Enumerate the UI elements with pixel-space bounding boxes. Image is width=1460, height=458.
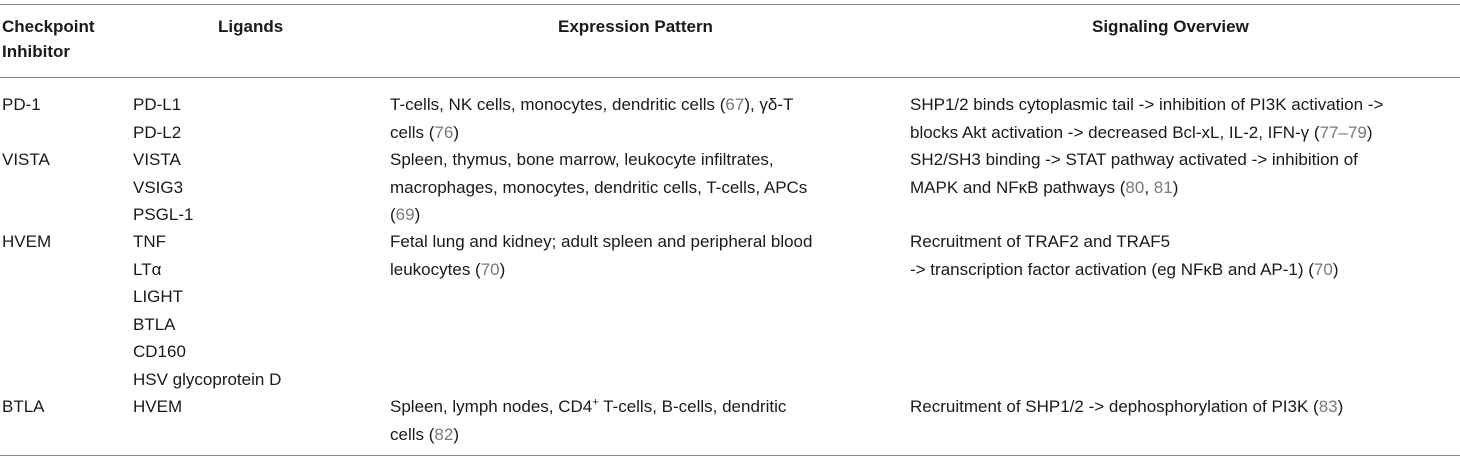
cell-text: SH2/SH3 binding -> STAT pathway activate… <box>910 150 1358 169</box>
citation-ref: 70 <box>480 259 500 279</box>
cell-text: cells ( <box>390 122 435 142</box>
citation-ref: 67 <box>725 95 745 114</box>
cell-text: Fetal lung and kidney; adult spleen and … <box>390 232 813 251</box>
cell-text: cells ( <box>390 424 435 444</box>
table-header-rule <box>0 77 1460 78</box>
signaling-overview-cell: Recruitment of SHP1/2 -> dephosphorylati… <box>910 393 1343 421</box>
cell-text: ) <box>1332 259 1339 279</box>
cell-text: MAPK and NFκB pathways ( <box>910 177 1126 197</box>
cell-text: Recruitment of TRAF2 and TRAF5 <box>910 232 1171 251</box>
table-bottom-rule <box>0 455 1460 456</box>
citation-ref: 77–79 <box>1319 122 1367 142</box>
cell-text: T-cells, B-cells, dendritic <box>598 397 787 416</box>
ligand-item: VSIG3 <box>133 177 184 197</box>
cell-text: ( <box>390 205 396 224</box>
cell-text: -> transcription factor activation (eg N… <box>910 259 1314 279</box>
signaling-overview-cell: SH2/SH3 binding -> STAT pathway activate… <box>910 146 1358 201</box>
ligand-item: HVEM <box>133 397 183 416</box>
cell-text: leukocytes ( <box>390 259 481 279</box>
cell-text: ) <box>453 424 459 444</box>
ligand-item: LIGHT <box>133 287 184 306</box>
citation-ref: 80 <box>1125 177 1145 197</box>
checkpoint-cell: BTLA <box>2 397 45 416</box>
cell-text: T-cells, NK cells, monocytes, dendritic … <box>390 95 726 114</box>
signaling-overview-cell: Recruitment of TRAF2 and TRAF5 -> transcr… <box>910 228 1339 283</box>
cell-text: ) <box>1172 177 1179 197</box>
header-ligands: Ligands <box>218 17 284 36</box>
cell-text: ) <box>1366 122 1373 142</box>
cell-text: Recruitment of SHP1/2 -> dephosphorylati… <box>910 397 1319 416</box>
header-checkpoint-inhibitor: Checkpoint Inhibitor <box>2 14 95 64</box>
header-expression-pattern: Expression Pattern <box>558 17 713 36</box>
ligand-item: PD-L1 <box>133 95 182 114</box>
cell-text: SHP1/2 binds cytoplasmic tail -> inhibit… <box>910 95 1384 114</box>
citation-ref: 83 <box>1318 397 1338 416</box>
citation-ref: 81 <box>1153 177 1173 197</box>
ligand-item: TNF <box>133 232 167 251</box>
ligand-item: PD-L2 <box>133 122 182 142</box>
ligand-item: HSV glycoprotein D <box>133 369 282 389</box>
citation-ref: 76 <box>434 122 454 142</box>
ligand-item: PSGL-1 <box>133 205 194 224</box>
expression-pattern-cell: Spleen, lymph nodes, CD4+ T-cells, B-cel… <box>390 393 786 448</box>
cell-text: macrophages, monocytes, dendritic cells,… <box>390 177 808 197</box>
checkpoint-cell: HVEM <box>2 232 52 251</box>
header-checkpoint-line1: Checkpoint <box>2 17 95 36</box>
ligand-item: CD160 <box>133 342 186 361</box>
expression-pattern-cell: Spleen, thymus, bone marrow, leukocyte i… <box>390 146 807 229</box>
cell-text: ), γδ-T <box>744 95 794 114</box>
header-signaling-overview: Signaling Overview <box>1092 17 1249 36</box>
cell-text: ) <box>499 259 506 279</box>
header-checkpoint-line2: Inhibitor <box>2 42 70 61</box>
cell-text: ) <box>414 205 421 224</box>
cell-text: Spleen, thymus, bone marrow, leukocyte i… <box>390 150 774 169</box>
checkpoint-cell: PD-1 <box>2 95 41 114</box>
signaling-overview-cell: SHP1/2 binds cytoplasmic tail -> inhibit… <box>910 91 1383 146</box>
cell-text: ) <box>453 122 459 142</box>
ligand-item: BTLA <box>133 314 176 334</box>
citation-ref: 69 <box>395 205 415 224</box>
cell-text: Spleen, lymph nodes, CD4 <box>390 397 593 416</box>
superscript: + <box>592 396 599 409</box>
citation-ref: 82 <box>434 424 454 444</box>
expression-pattern-cell: T-cells, NK cells, monocytes, dendritic … <box>390 91 793 146</box>
cell-text: blocks Akt activation -> decreased Bcl-x… <box>910 122 1320 142</box>
ligand-item: LTα <box>133 259 162 279</box>
ligand-item: VISTA <box>133 150 181 169</box>
cell-text: ) <box>1337 397 1344 416</box>
cell-text: , <box>1144 177 1154 197</box>
citation-ref: 70 <box>1313 259 1333 279</box>
checkpoint-cell: VISTA <box>2 150 50 169</box>
table-top-rule <box>0 4 1460 5</box>
expression-pattern-cell: Fetal lung and kidney; adult spleen and … <box>390 228 812 283</box>
